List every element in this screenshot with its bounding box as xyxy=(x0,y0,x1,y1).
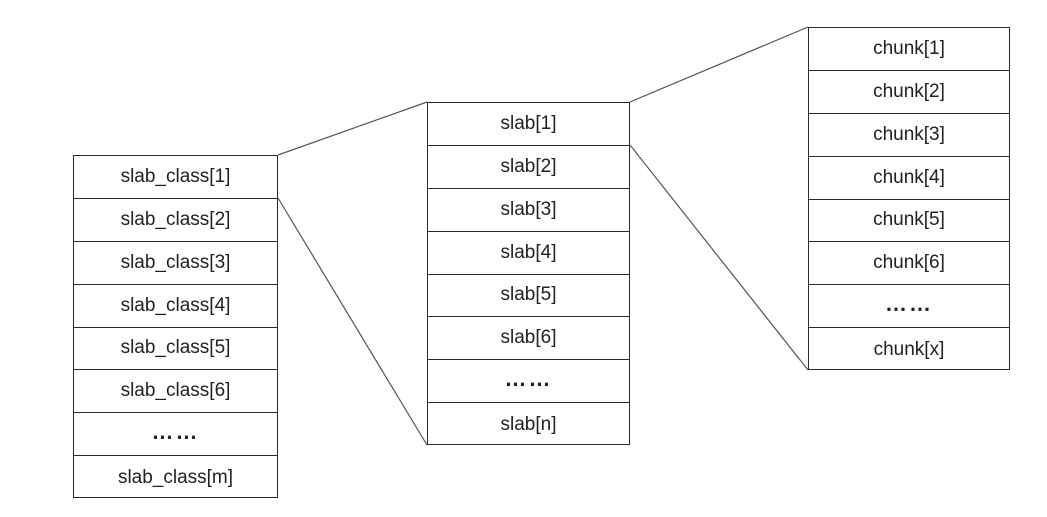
chunk-cell: chunk[x] xyxy=(873,338,945,360)
connector-slab1-to-chunk-bottom xyxy=(629,144,809,371)
slab-class-cell: slab_class[3] xyxy=(74,242,277,285)
slab-cell: slab[6] xyxy=(428,317,629,361)
chunk-cell: chunk[6] xyxy=(809,242,1009,286)
slab-ellipsis: …… xyxy=(428,360,629,404)
slab-class-cell: slab_class[m] xyxy=(117,466,234,488)
slab-cell: slab[1] xyxy=(428,103,629,146)
slab-class-cell: slab_class[1] xyxy=(74,156,277,199)
slab-class-column: slab_class[1] slab_class[2] slab_class[3… xyxy=(73,155,278,498)
slab-cell: slab[3] xyxy=(428,189,629,232)
connector-slab1-to-chunk-top xyxy=(629,26,809,103)
slab-class-cell: slab_class[4] xyxy=(74,285,277,328)
chunk-cell: chunk[1] xyxy=(809,28,1009,71)
chunk-column: chunk[1] chunk[2] chunk[3] chunk[4] chun… xyxy=(808,27,1010,370)
chunk-cell: chunk[2] xyxy=(809,71,1009,114)
connector-class1-to-slab-bottom xyxy=(277,197,428,446)
slab-class-cell: slab_class[6] xyxy=(74,370,277,414)
connector-class1-to-slab-top xyxy=(277,101,428,156)
chunk-ellipsis: …… xyxy=(809,285,1009,329)
slab-class-ellipsis: …… xyxy=(74,413,277,457)
chunk-cell: chunk[5] xyxy=(809,200,1009,243)
slab-column: slab[1] slab[2] slab[3] slab[4] slab[5] … xyxy=(427,102,630,445)
slab-cell: slab[2] xyxy=(428,146,629,189)
slab-cell: slab[4] xyxy=(428,232,629,275)
slab-cell: slab[n] xyxy=(500,413,557,435)
chunk-cell: chunk[3] xyxy=(809,114,1009,157)
slab-class-cell: slab_class[2] xyxy=(74,199,277,242)
slab-class-cell: slab_class[5] xyxy=(74,328,277,371)
chunk-cell: chunk[4] xyxy=(809,157,1009,200)
slab-cell: slab[5] xyxy=(428,275,629,318)
